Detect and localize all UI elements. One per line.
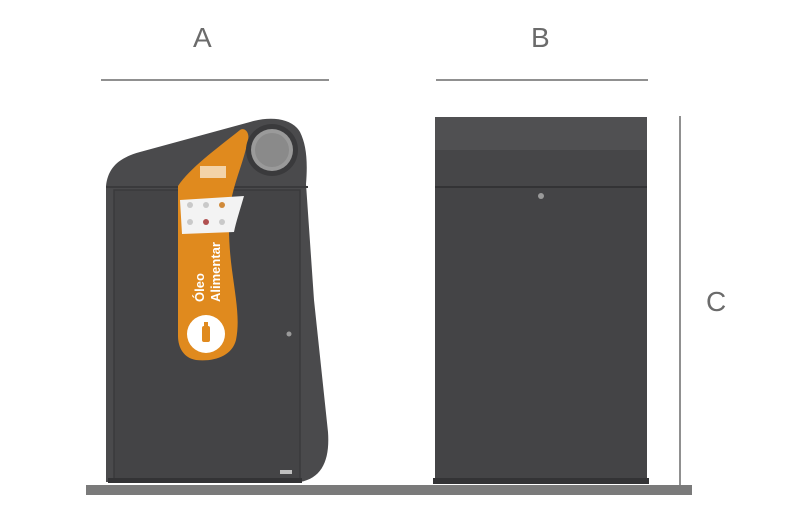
side-view-pictogram-panel: [180, 196, 244, 234]
side-view-pictogram-6: [219, 219, 225, 225]
front-view-body: [435, 188, 647, 480]
bottle-icon: [202, 326, 210, 342]
side-view-base-plate: [108, 478, 302, 483]
drop-opening-inner: [255, 133, 289, 167]
front-view-lock: [538, 193, 544, 199]
side-view-door-handle: [286, 331, 292, 337]
side-view-top-picto: [200, 166, 226, 178]
side-view: Óleo Alimentar: [106, 118, 329, 483]
dimension-label-b: B: [531, 22, 550, 53]
product-text-line2: Alimentar: [208, 242, 223, 302]
front-view-top-shade: [435, 150, 647, 187]
side-view-pictogram-1: [187, 202, 193, 208]
front-view-base: [433, 478, 649, 484]
side-view-pictogram-4: [187, 219, 193, 225]
ground-line: [86, 485, 692, 495]
side-view-orange-label: [178, 129, 249, 361]
front-view: [433, 117, 649, 484]
side-view-badge: [280, 470, 292, 474]
dimension-label-c: C: [706, 286, 727, 317]
side-view-pictogram-3: [219, 202, 225, 208]
dimension-label-a: A: [193, 22, 212, 53]
side-view-pictogram-2: [203, 202, 209, 208]
bottle-icon-cap: [204, 322, 208, 326]
product-text-line1: Óleo: [192, 273, 207, 302]
side-view-pictogram-5: [203, 219, 209, 225]
